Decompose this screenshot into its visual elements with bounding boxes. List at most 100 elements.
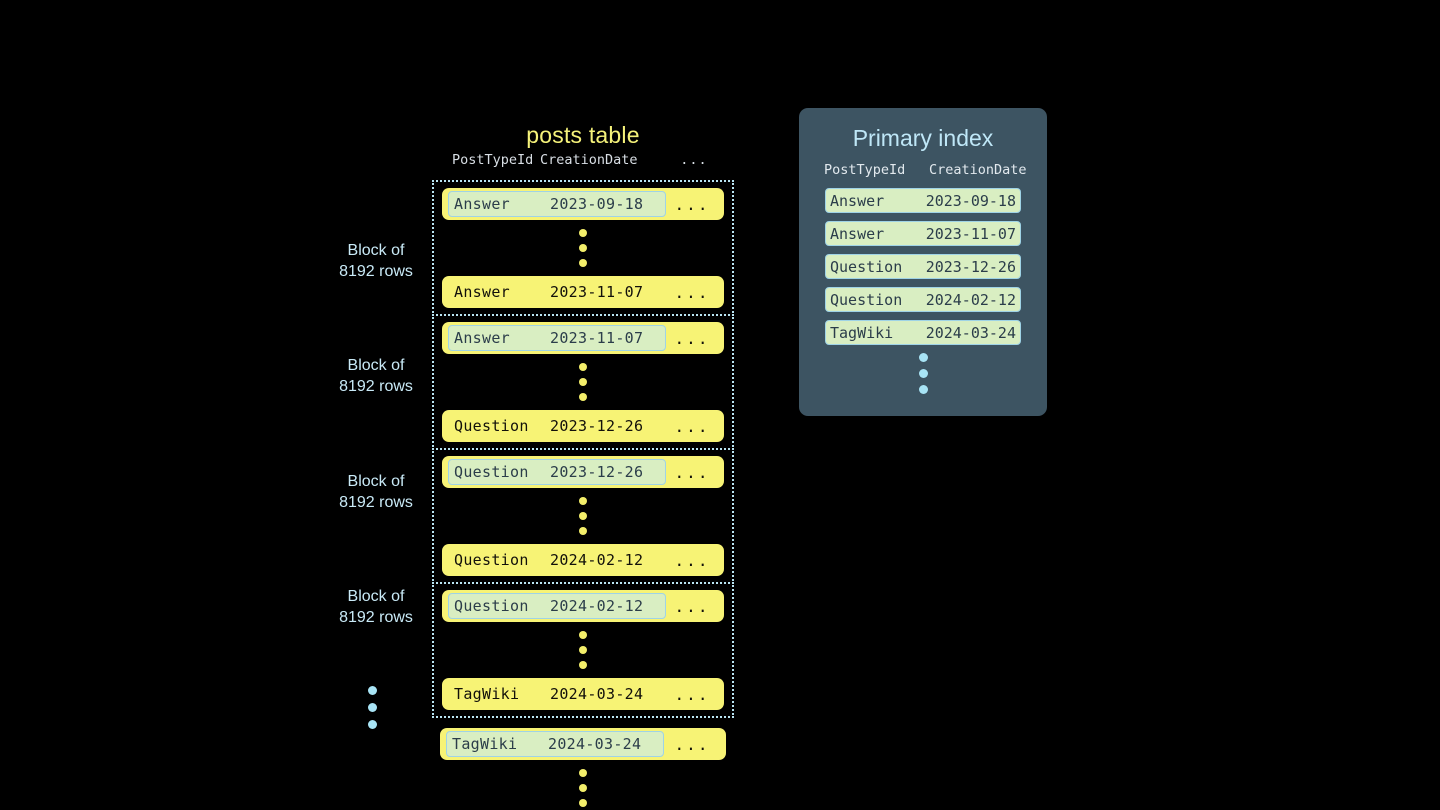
posts-table-title: posts table xyxy=(526,122,640,148)
index-ellipsis xyxy=(799,353,1047,394)
table-row: Answer 2023-09-18 ... xyxy=(434,182,732,226)
row-last: TagWiki 2024-03-24 ... xyxy=(442,678,724,710)
dot xyxy=(918,385,928,394)
table-row: Question 2024-02-12 ... xyxy=(434,538,732,582)
dot xyxy=(579,363,587,371)
rows-ellipsis xyxy=(434,494,732,538)
cell-posttypeid: Answer xyxy=(454,329,510,347)
index-row: Question 2023-12-26 xyxy=(825,254,1021,279)
cell-posttypeid: Answer xyxy=(830,191,885,210)
cell-creationdate: 2023-12-26 xyxy=(550,417,644,435)
dot xyxy=(579,799,587,807)
row-marked-cells: TagWiki 2024-03-24 xyxy=(446,731,664,757)
dot xyxy=(579,646,587,654)
block-label-line2: 8192 rows xyxy=(339,494,413,511)
primary-index-title: Primary index xyxy=(852,125,994,151)
cell-posttypeid: Answer xyxy=(830,224,885,243)
cell-more: ... xyxy=(674,596,710,616)
cell-posttypeid: TagWiki xyxy=(452,735,518,753)
dot xyxy=(368,686,377,695)
cell-creationdate: 2024-02-12 xyxy=(925,290,1016,309)
block-3: Question 2023-12-26 ... Question 2024-02… xyxy=(432,448,734,584)
dot xyxy=(579,527,587,535)
cell-posttypeid: Question xyxy=(454,551,529,569)
dot xyxy=(579,661,587,669)
row-first: Question 2023-12-26 ... xyxy=(442,456,724,488)
dot xyxy=(579,378,587,386)
block-2: Answer 2023-11-07 ... Question 2023-12-2… xyxy=(432,314,734,450)
row-marked-cells: Question 2024-02-12 xyxy=(448,593,666,619)
dot xyxy=(579,631,587,639)
table-bottom-ellipsis xyxy=(432,766,734,810)
block-label-line1: Block of xyxy=(347,242,405,259)
block-label-3: Block of 8192 rows xyxy=(300,471,452,513)
block-label-line1: Block of xyxy=(347,357,405,374)
cell-posttypeid: Answer xyxy=(454,283,510,301)
cell-posttypeid: Question xyxy=(830,257,903,276)
cell-creationdate: 2024-03-24 xyxy=(925,323,1016,342)
row-cells: TagWiki 2024-03-24 xyxy=(448,681,666,707)
block-label-line2: 8192 rows xyxy=(339,378,413,395)
table-row: Question 2023-12-26 ... xyxy=(434,404,732,448)
row-cells: Answer 2023-11-07 xyxy=(448,279,666,305)
row-last: Question 2023-12-26 ... xyxy=(442,410,724,442)
cell-creationdate: 2023-09-18 xyxy=(925,191,1016,210)
table-row: Question 2023-12-26 ... xyxy=(434,450,732,494)
primary-index-panel: Primary index PostTypeId CreationDate An… xyxy=(799,108,1047,416)
index-row: Question 2024-02-12 xyxy=(825,287,1021,312)
cell-posttypeid: TagWiki xyxy=(830,323,894,342)
row-last: Answer 2023-11-07 ... xyxy=(442,276,724,308)
dot xyxy=(579,784,587,792)
dot xyxy=(579,229,587,237)
cell-posttypeid: Answer xyxy=(454,195,510,213)
column-header-posttypeid: PostTypeId xyxy=(824,162,906,178)
block-label-line2: 8192 rows xyxy=(339,609,413,626)
cell-posttypeid: Question xyxy=(454,417,529,435)
posts-table-column-headers: PostTypeId CreationDate ... xyxy=(432,152,734,180)
cell-creationdate: 2023-11-07 xyxy=(550,329,644,347)
cell-posttypeid: Question xyxy=(454,463,529,481)
rows-ellipsis xyxy=(434,360,732,404)
column-header-creationdate: CreationDate xyxy=(929,162,1027,178)
dot xyxy=(368,703,377,712)
dot xyxy=(579,512,587,520)
table-row: Answer 2023-11-07 ... xyxy=(434,270,732,314)
row-first: Answer 2023-09-18 ... xyxy=(442,188,724,220)
index-row: Answer 2023-09-18 xyxy=(825,188,1021,213)
cell-creationdate: 2023-09-18 xyxy=(550,195,644,213)
rows-ellipsis xyxy=(434,628,732,672)
cell-more: ... xyxy=(674,328,710,348)
cell-creationdate: 2024-03-24 xyxy=(548,735,642,753)
row-first: Answer 2023-11-07 ... xyxy=(442,322,724,354)
block-4: Question 2024-02-12 ... TagWiki 2024-03-… xyxy=(432,582,734,718)
row-marked-cells: Question 2023-12-26 xyxy=(448,459,666,485)
cell-creationdate: 2024-02-12 xyxy=(550,597,644,615)
block-label-line2: 8192 rows xyxy=(339,263,413,280)
cell-more: ... xyxy=(674,734,710,754)
cell-creationdate: 2023-12-26 xyxy=(550,463,644,481)
row-cells: Question 2023-12-26 xyxy=(448,413,666,439)
cell-creationdate: 2023-11-07 xyxy=(925,224,1016,243)
dot xyxy=(579,244,587,252)
cell-creationdate: 2023-12-26 xyxy=(925,257,1016,276)
dot xyxy=(579,393,587,401)
block-label-2: Block of 8192 rows xyxy=(300,355,452,397)
cell-more: ... xyxy=(674,194,710,214)
cell-posttypeid: Question xyxy=(830,290,903,309)
cell-creationdate: 2024-02-12 xyxy=(550,551,644,569)
column-header-creationdate: CreationDate xyxy=(540,152,638,168)
dot xyxy=(368,720,377,729)
cell-more: ... xyxy=(674,684,710,704)
cell-more: ... xyxy=(674,282,710,302)
cell-posttypeid: Question xyxy=(454,597,529,615)
dot xyxy=(579,497,587,505)
dot xyxy=(579,259,587,267)
rows-ellipsis xyxy=(434,226,732,270)
column-header-more: ... xyxy=(680,152,708,168)
table-row: Answer 2023-11-07 ... xyxy=(434,316,732,360)
row-marked-cells: Answer 2023-11-07 xyxy=(448,325,666,351)
cell-more: ... xyxy=(674,416,710,436)
cell-more: ... xyxy=(674,550,710,570)
table-row: TagWiki 2024-03-24 ... xyxy=(434,672,732,716)
